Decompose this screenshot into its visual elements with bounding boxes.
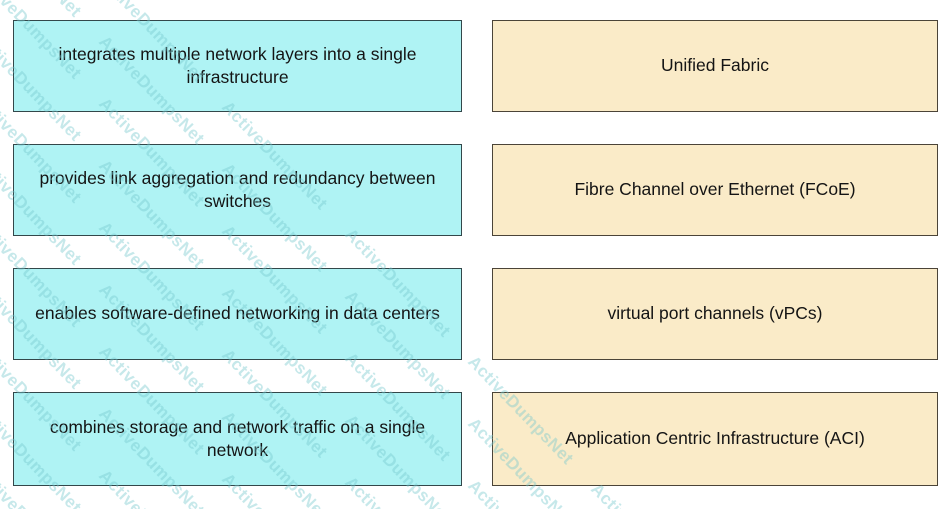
technology-label-3: virtual port channels (vPCs) <box>607 303 823 324</box>
description-label-4: combines storage and network traffic on … <box>49 416 426 460</box>
description-box-2[interactable]: provides link aggregation and redundancy… <box>13 144 462 236</box>
description-label-3: enables software-defined networking in d… <box>35 303 440 324</box>
technology-label-2: Fibre Channel over Ethernet (FCoE) <box>574 179 856 200</box>
technology-box-1[interactable]: Unified Fabric <box>492 20 938 112</box>
description-box-1[interactable]: integrates multiple network layers into … <box>13 20 462 112</box>
technology-box-2[interactable]: Fibre Channel over Ethernet (FCoE) <box>492 144 938 236</box>
technology-label-4: Application Centric Infrastructure (ACI) <box>565 428 865 449</box>
technology-box-4[interactable]: Application Centric Infrastructure (ACI) <box>492 392 938 486</box>
description-label-2: provides link aggregation and redundancy… <box>39 167 436 211</box>
description-box-4[interactable]: combines storage and network traffic on … <box>13 392 462 486</box>
technology-label-1: Unified Fabric <box>661 55 769 76</box>
description-box-3[interactable]: enables software-defined networking in d… <box>13 268 462 360</box>
description-label-1: integrates multiple network layers into … <box>58 43 417 87</box>
technology-box-3[interactable]: virtual port channels (vPCs) <box>492 268 938 360</box>
